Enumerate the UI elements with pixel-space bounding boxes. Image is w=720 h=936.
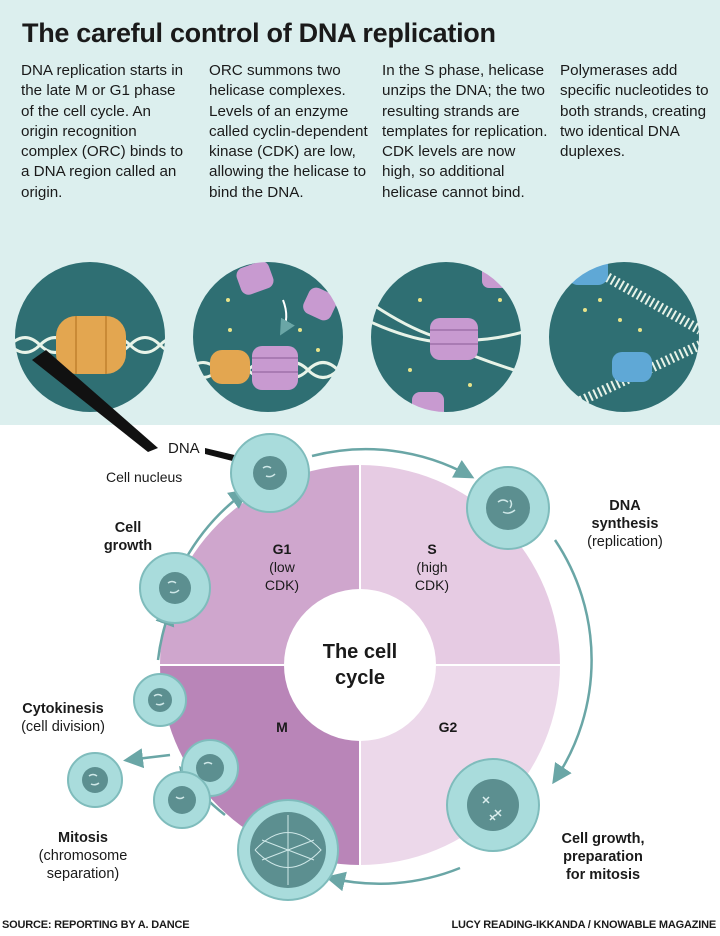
cell-growth-label: Cell growth — [88, 519, 168, 555]
dna-pointer — [32, 350, 158, 452]
dna-synthesis-line2: synthesis — [591, 516, 659, 532]
dna-synthesis-label: DNA synthesis (replication) — [565, 497, 685, 551]
step-3-text: In the S phase, helicase unzips the DNA;… — [382, 62, 548, 201]
cycle-center-title: The cell cycle — [297, 639, 423, 691]
growth-prep-line3: for mitosis — [565, 867, 641, 883]
cell-cytokinesis — [133, 673, 187, 727]
g1-phase-label: G1 (low CDK) — [262, 540, 302, 594]
polymerase — [612, 352, 652, 382]
mitosis-line1: Mitosis — [58, 830, 108, 846]
g2-phase-label: G2 — [428, 718, 468, 736]
cell-growth-prep — [446, 758, 540, 852]
orc-complex — [56, 316, 126, 374]
step-4-text: Polymerases add specific nucleotides to … — [560, 62, 709, 161]
s-name: S — [427, 541, 437, 557]
helicase-complex — [482, 262, 508, 288]
cycle-center — [284, 589, 436, 741]
cell-mitosis — [237, 799, 339, 901]
source-credit: SOURCE: REPORTING BY A. DANCE — [2, 919, 190, 931]
g1-line2: (low — [269, 559, 295, 575]
center-line1: The cell — [322, 641, 398, 663]
helicase-complex — [252, 346, 298, 390]
growth-prep-line2: preparation — [563, 849, 643, 865]
cell-dividing — [153, 739, 239, 829]
cytokinesis-label: Cytokinesis (cell division) — [8, 700, 118, 736]
g1-line3: CDK) — [264, 577, 300, 593]
cycle-arrow — [311, 447, 475, 479]
cell-growth-line1: Cell — [114, 520, 142, 536]
m-phase-label: M — [262, 718, 302, 736]
growth-prep-line1: Cell growth, — [561, 831, 645, 847]
cytokinesis-line2: (cell division) — [21, 719, 105, 735]
cell-nucleus-label: Cell nucleus — [106, 469, 183, 485]
illustrator-credit: LUCY READING-IKKANDA / KNOWABLE MAGAZINE — [451, 919, 716, 931]
growth-prep-label: Cell growth, preparation for mitosis — [548, 830, 658, 884]
s-line2: (high — [416, 559, 448, 575]
helicase-complex — [412, 392, 444, 413]
step-1-text: DNA replication starts in the late M or … — [21, 62, 184, 201]
g1-name: G1 — [272, 541, 292, 557]
diagram-title: The careful control of DNA replication — [22, 18, 496, 48]
center-line2: cycle — [334, 667, 386, 689]
cycle-arrow — [325, 866, 461, 892]
mitosis-label: Mitosis (chromosome separation) — [28, 829, 138, 883]
orc-complex — [210, 350, 250, 384]
cell-top — [230, 433, 310, 513]
cell-growing — [139, 552, 211, 624]
step-4-illustration — [548, 261, 700, 413]
cycle-arrow — [123, 748, 171, 769]
cell-dna-synthesis — [466, 466, 550, 550]
dna-synthesis-line1: DNA — [609, 498, 641, 514]
m-name: M — [276, 719, 288, 735]
g2-name: G2 — [438, 719, 458, 735]
helicase-complex — [236, 261, 274, 295]
step-2-illustration — [192, 261, 344, 413]
mitosis-line2: (chromosome — [38, 848, 128, 864]
mitosis-line3: separation) — [46, 866, 120, 882]
cell-cycle-wheel — [160, 465, 560, 865]
cytokinesis-line1: Cytokinesis — [22, 701, 104, 717]
s-phase-label: S (high CDK) — [412, 540, 452, 594]
s-line3: CDK) — [414, 577, 450, 593]
step-2-text: ORC summons two helicase complexes. Leve… — [209, 62, 368, 201]
cycle-arrow — [552, 539, 593, 785]
helicase-complex — [430, 318, 478, 360]
cell-daughter — [67, 752, 123, 808]
dna-synthesis-line3: (replication) — [587, 534, 663, 550]
cell-growth-line2: growth — [103, 538, 153, 554]
dna-label: DNA — [168, 440, 200, 457]
helicase-complex — [303, 287, 337, 321]
